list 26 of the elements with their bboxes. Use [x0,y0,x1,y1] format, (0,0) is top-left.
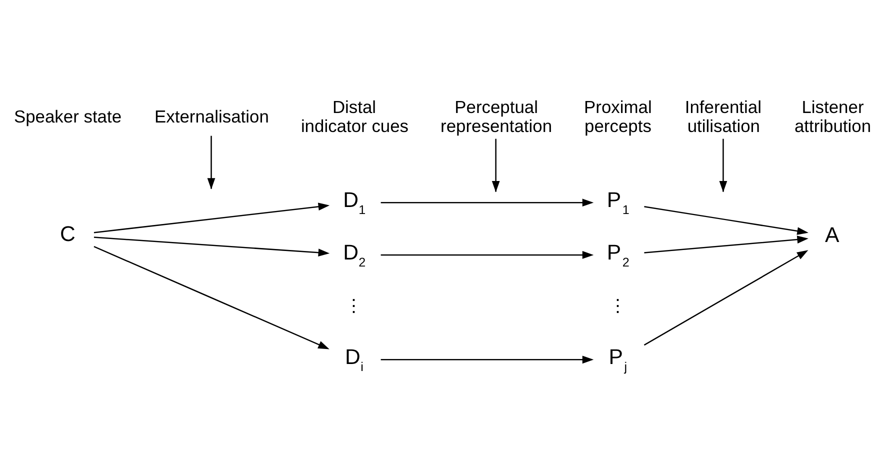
arrow [380,251,594,259]
node-text: D$_{1}$ [343,188,366,218]
arrow [644,250,808,346]
arrow [94,202,330,234]
arrow [94,236,330,256]
node-text: Externalisation [154,106,269,127]
label: Listener attribution [794,96,872,136]
node-text: D$_{i}$ [345,345,364,374]
arrow [380,356,594,364]
node-text: C [60,222,76,246]
arrow [380,198,594,207]
node-text: Inferential utilisation [684,96,762,136]
label: Proximal percepts [584,96,652,136]
label: ⋮ [345,296,362,316]
label: Speaker state [14,106,122,127]
arrow [644,206,808,235]
node-text: P$_{j}$ [608,345,628,374]
node-text: A [825,222,840,247]
node-text: Perceptual representation [440,96,552,136]
label: Distal indicator cues [300,96,409,136]
arrow [94,246,330,350]
node-text: D$_{2}$ [343,240,366,270]
node-text: P$_{1}$ [606,188,630,218]
label: ⋮ [608,296,626,316]
arrow [644,236,808,254]
node-text: P$_{2}$ [606,240,630,270]
